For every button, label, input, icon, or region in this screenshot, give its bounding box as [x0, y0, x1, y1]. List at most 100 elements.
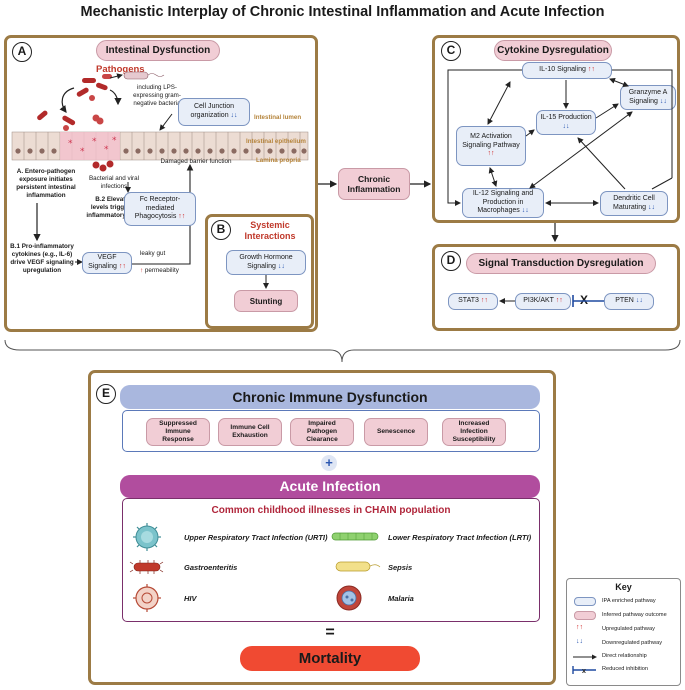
down-arrows-icon: ↓↓ — [648, 203, 656, 211]
lrti-icon — [331, 532, 379, 541]
key-label: IPA enriched pathway — [602, 598, 656, 604]
chronic-inflammation-box: Chronic Inflammation — [338, 168, 410, 200]
growth-hormone-label: Growth Hormone Signaling — [239, 253, 293, 270]
chronic-item: Suppressed Immune Response — [146, 418, 210, 446]
key-label: Upregulated pathway — [602, 626, 655, 632]
fc-receptor-box: Fc Receptor-mediated Phagocytosis ↑↑ — [124, 192, 196, 226]
urti-label: Upper Respiratory Tract Infection (URTI) — [184, 533, 328, 542]
svg-text:*: * — [68, 139, 73, 149]
key-up-icon: ↑↑ — [576, 624, 583, 631]
stat3-label: STAT3 — [458, 297, 479, 305]
key-inferred-swatch — [574, 611, 596, 620]
key-ipa-swatch — [574, 597, 596, 606]
key-label: Direct relationship — [602, 653, 647, 659]
lamina-propria-label: Lamina propria — [256, 157, 301, 164]
il12-box: IL-12 Signaling and Production in Macrop… — [462, 188, 544, 218]
vegf-box: VEGF Signaling ↑↑ — [82, 252, 132, 274]
pten-label: PTEN — [615, 297, 634, 305]
hiv-icon — [133, 584, 161, 612]
pten-box: PTEN ↓↓ — [604, 293, 654, 310]
note-b1: B.1 Pro-inflammatory cytokines (e.g., IL… — [10, 243, 74, 274]
m2-box: M2 Activation Signaling Pathway ↑↑ — [456, 126, 526, 166]
chronic-item: Senescence — [364, 418, 428, 446]
up-arrows-icon: ↑↑ — [118, 263, 126, 270]
up-arrows-icon: ↑↑ — [555, 297, 563, 305]
svg-text:x: x — [582, 668, 586, 675]
dendritic-label: Dendritic Cell Maturating — [612, 194, 655, 211]
svg-text:*: * — [112, 136, 117, 146]
illness-title: Common childhood illnesses in CHAIN popu… — [211, 505, 451, 516]
granzyme-label: Granzyme A Signaling — [628, 88, 668, 105]
il12-label: IL-12 Signaling and Production in Macrop… — [472, 189, 534, 215]
panel-a-header: Intestinal Dysfunction — [96, 40, 220, 61]
svg-text:*: * — [104, 145, 109, 155]
svg-text:*: * — [80, 147, 85, 157]
urti-icon — [133, 523, 161, 551]
key-panel — [566, 578, 681, 686]
up-arrows-icon: ↑↑ — [480, 297, 488, 305]
key-label: Downregulated pathway — [602, 640, 663, 646]
up-arrow-icon: ↑ — [140, 267, 144, 274]
granzyme-box: Granzyme A Signaling ↓↓ — [620, 85, 676, 110]
il10-label: IL-10 Signaling — [539, 66, 586, 74]
intestinal-lumen-label: Intestinal lumen — [254, 114, 302, 121]
panel-a-letter: A — [12, 42, 32, 62]
bacterial-viral-label: Bacterial and viral infections — [88, 175, 140, 190]
panel-c-header: Cytokine Dysregulation — [494, 40, 612, 61]
down-arrows-icon: ↓↓ — [659, 97, 667, 105]
damaged-barrier-label: Damaged barrier function — [160, 158, 232, 165]
down-arrows-icon: ↓↓ — [635, 297, 643, 305]
down-arrows-icon: ↓↓ — [277, 262, 285, 270]
m2-label: M2 Activation Signaling Pathway — [462, 132, 520, 149]
leaky-gut-label: leaky gut — [140, 250, 166, 257]
panel-b-header: Systemic Interactions — [244, 220, 296, 241]
panel-c-letter: C — [441, 41, 461, 61]
key-label: Reduced inhibition — [602, 666, 649, 672]
chronic-item: Immune Cell Exhaustion — [218, 418, 282, 446]
down-arrows-icon: ↓↓ — [521, 207, 529, 215]
hiv-label: HIV — [184, 594, 197, 603]
chronic-item: Impaired Pathogen Clearance — [290, 418, 354, 446]
pi3k-box: PI3K/AKT ↑↑ — [515, 293, 571, 310]
mortality-box: Mortality — [240, 646, 420, 671]
svg-text:*: * — [92, 137, 97, 147]
lrti-label: Lower Respiratory Tract Infection (LRTI) — [388, 533, 532, 542]
note-b2: B.2 Elevated LPS levels trigger hyper-in… — [86, 196, 156, 219]
note-a: A. Entero-pathogen exposure initiates pe… — [16, 168, 76, 199]
illness-frame — [122, 498, 540, 622]
inhibit-x-icon: X — [580, 293, 589, 307]
growth-hormone-box: Growth Hormone Signaling ↓↓ — [226, 250, 306, 275]
chronic-dysfunction-header: Chronic Immune Dysfunction — [120, 385, 540, 409]
intestinal-epithelium-label: Intestinal epithelium — [246, 138, 306, 145]
vegf-label: VEGF Signaling — [88, 254, 117, 270]
key-down-icon: ↓↓ — [576, 638, 583, 645]
sepsis-label: Sepsis — [388, 563, 413, 572]
dendritic-box: Dendritic Cell Maturating ↓↓ — [600, 191, 668, 216]
stunting-box: Stunting — [234, 290, 298, 312]
up-arrows-icon: ↑↑ — [587, 66, 595, 74]
plus-icon: + — [321, 455, 337, 471]
permeability-label: ↑ permeability — [140, 267, 179, 275]
equals-icon: = — [325, 624, 335, 641]
gastro-label: Gastroenteritis — [184, 563, 238, 572]
fc-receptor-label: Fc Receptor-mediated Phagocytosis — [134, 195, 181, 221]
bacteria-icon — [37, 71, 165, 131]
il10-box: IL-10 Signaling ↑↑ — [522, 62, 612, 79]
key-label: Inferred pathway outcome — [602, 612, 667, 618]
acute-infection-header: Acute Infection — [120, 475, 540, 498]
permeability-text: permeability — [144, 267, 179, 274]
chronic-item: Increased Infection Susceptibility — [442, 418, 506, 446]
stat3-box: STAT3 ↑↑ — [448, 293, 498, 310]
cell-junction-label: Cell Junction organization — [190, 103, 235, 119]
chronic-items-frame — [122, 410, 540, 452]
up-arrows-icon: ↑↑ — [178, 213, 186, 221]
panel-e-letter: E — [96, 384, 116, 404]
down-arrows-icon: ↓↓ — [230, 112, 238, 119]
pi3k-label: PI3K/AKT — [523, 297, 554, 305]
panel-b-letter: B — [211, 220, 231, 240]
panel-d-letter: D — [441, 251, 461, 271]
cell-junction-box: Cell Junction organization ↓↓ — [178, 98, 250, 126]
